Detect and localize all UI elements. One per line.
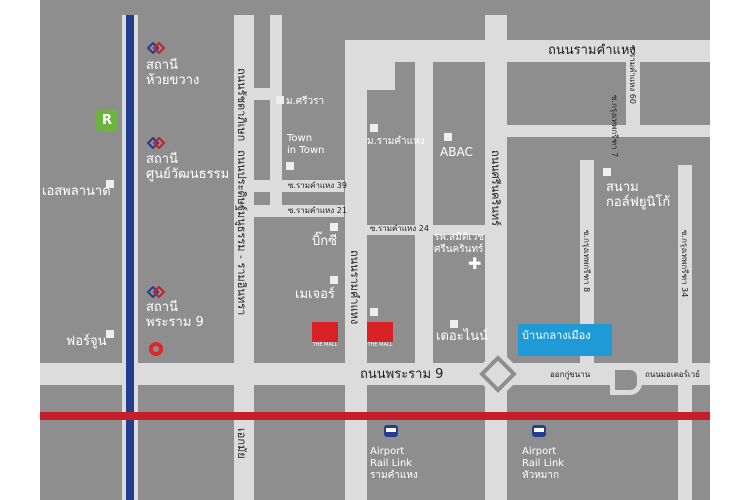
road-label-ekkamai: เอกมัย: [235, 428, 248, 459]
road-soi-kp7: [507, 125, 710, 137]
ramkhamhaeng-uni-dot: [370, 124, 378, 132]
road-soi-kp34: [678, 165, 692, 500]
major-label: เมเจอร์: [295, 287, 335, 302]
road-soi-rk60: [626, 40, 640, 130]
spot-dot: [370, 308, 378, 316]
mrt-station-icon: [146, 286, 166, 298]
ramkhamhaeng-uni-label: ม.รามคำแหง: [367, 136, 425, 147]
exit-label: ออกกู่ขนาน: [550, 370, 591, 379]
lotus-logo-icon: [149, 342, 163, 356]
road-soi-rk39: [254, 180, 344, 192]
road-label-ratchada: ถนนรัชดาภิเษก: [235, 68, 248, 142]
road-rama9: [40, 363, 710, 385]
major-dot: [330, 276, 338, 284]
airport-rail-link-line: [40, 412, 710, 420]
road-srinakarin: [485, 15, 507, 500]
abac-label: ABAC: [440, 145, 473, 159]
mrt-station-icon: [146, 137, 166, 149]
the-mall-logo-icon: THE MALL: [312, 322, 338, 348]
road-label-ramkhamhaeng-top: ถนนรามคำแหง: [548, 43, 636, 58]
road-label-rk24: ซ.รามคำแหง 24: [370, 224, 429, 233]
the-nine-label: เดอะไนน์: [436, 329, 488, 344]
map-area: ถนนรามคำแหง ถนนพระราม 9 ถนนรามคำแหง ถนนศ…: [40, 0, 710, 500]
the-mall-logo-icon: THE MALL: [367, 322, 393, 348]
esplanade-label: เอสพลานาด: [42, 184, 111, 199]
road-soi-kp-vert: [415, 60, 433, 365]
road-label-rk39: ซ.รามคำแหง 39: [288, 181, 347, 190]
airport-hm-label: Airport Rail Link หัวหมาก: [522, 446, 565, 481]
sriwara-dot: [276, 96, 284, 104]
road-label-motorway: ถนนมอเตอร์เวย์: [645, 370, 700, 379]
road-ratchada: [234, 15, 254, 500]
mrt-blue-line-core: [126, 15, 134, 500]
project-callout: บ้านกลางเมือง: [518, 324, 612, 356]
road-soi-kp8: [580, 160, 594, 365]
robinson-logo-icon: R: [96, 110, 118, 132]
road-label-kp34: ซ.กรุงเทพกรีฑา 34: [680, 230, 689, 298]
bigc-label: บิ๊กซี: [312, 234, 337, 249]
road-ramkhamhaeng-top: [345, 40, 710, 62]
golf-label: สนาม กอล์ฟยูนิโก้: [606, 180, 671, 210]
town-in-town-label: Town in Town: [287, 133, 325, 156]
road-label-pradit: ถนนประดิษฐ์มนูธรรม - รามอินทรา: [235, 150, 248, 316]
road-label-kp8: ซ.กรุงเทพกรีฑา 8: [582, 230, 591, 293]
road-soi-sriwara: [270, 15, 282, 210]
road-label-ramkhamhaeng-mid: ถนนรามคำแหง: [348, 250, 361, 325]
town-in-town-dot: [286, 162, 294, 170]
sriwara-label: ม.ศรีวรา: [286, 96, 325, 107]
road-label-rama9: ถนนพระราม 9: [360, 367, 444, 382]
mrt-rama9-label: สถานี พระราม 9: [146, 300, 204, 330]
abac-dot: [444, 133, 452, 141]
hospital-label: รพ.สมิติเวช ศรีนครินทร์: [434, 232, 485, 255]
road-ramkhamhaeng-vertical: [345, 60, 367, 500]
road-label-rk21: ซ.รามคำแหง 21: [288, 206, 347, 215]
road-label-srinakarin: ถนนศรีนครินทร์: [489, 150, 502, 227]
road-label-rk60: ซ.รามคำแหง 60: [628, 45, 637, 104]
fortune-label: ฟอร์จูน: [66, 334, 107, 349]
road-motorway-loop: [610, 365, 642, 395]
mrt-thai-cultural-label: สถานี ศูนย์วัฒนธรรม: [146, 152, 230, 182]
the-nine-dot: [450, 320, 458, 328]
hospital-cross-icon: ✚: [468, 254, 482, 273]
fortune-dot: [106, 330, 114, 338]
mrt-station-icon: [146, 42, 166, 54]
project-label: บ้านกลางเมือง: [522, 329, 591, 342]
esplanade-dot: [106, 180, 114, 188]
road-soi-rk21: [254, 205, 344, 217]
interchange-icon: [472, 348, 524, 400]
airport-rail-link-train-icon: [532, 425, 546, 437]
bigc-dot: [330, 223, 338, 231]
golf-dot: [603, 168, 611, 176]
road-label-kp7: ซ.กรุงเทพกรีฑา 7: [610, 95, 619, 158]
airport-rail-link-train-icon: [384, 425, 398, 437]
mrt-huai-khwang-label: สถานี ห้วยขวาง: [146, 58, 200, 88]
road-soi-sriwara-h: [254, 88, 282, 100]
airport-rk-label: Airport Rail Link รามคำแหง: [370, 446, 418, 481]
